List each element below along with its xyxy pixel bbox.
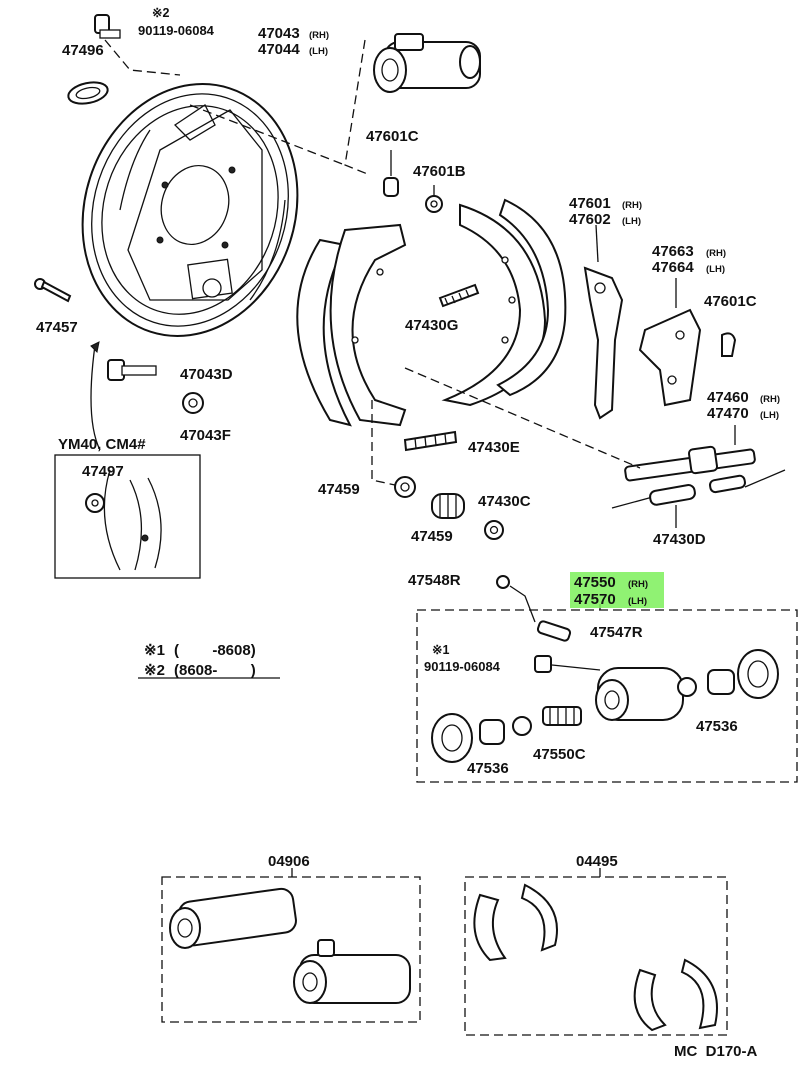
label-47043-side: (RH) — [309, 30, 329, 41]
backing-plate — [81, 83, 299, 337]
kit-04906-box — [161, 868, 421, 1023]
label-47570-side: (LH) — [628, 596, 647, 607]
label-47043: 47043 — [258, 25, 300, 42]
label-47550-side: (RH) — [628, 579, 648, 590]
label-47044: 47044 — [258, 41, 300, 58]
note-2-mark: ※2 — [144, 662, 165, 679]
bolt-47043D — [107, 359, 157, 381]
label-47043F: 47043F — [180, 427, 231, 444]
label-47663: 47663 — [652, 243, 694, 260]
label-47430G: 47430G — [405, 317, 458, 334]
pin-47457 — [34, 278, 72, 303]
label-47536-a: 47536 — [696, 718, 738, 735]
label-90119-kit: 90119-06084 — [424, 659, 501, 674]
note-2-text: (8608- ) — [174, 662, 256, 679]
label-04495: 04495 — [576, 853, 618, 870]
plug-47496 — [67, 81, 109, 105]
label-90119-top: 90119-06084 — [138, 23, 215, 38]
spring-47430E — [403, 430, 458, 452]
spring-47430C — [431, 493, 465, 519]
retainer-47459-a — [371, 400, 416, 498]
spring-47430G — [438, 283, 480, 308]
label-47601B: 47601B — [413, 163, 466, 180]
label-47470-side: (LH) — [760, 410, 779, 421]
label-47570: 47570 — [574, 591, 616, 608]
label-04906: 04906 — [268, 853, 310, 870]
label-47663-side: (RH) — [706, 248, 726, 259]
label-47497: 47497 — [82, 463, 124, 480]
label-47601: 47601 — [569, 195, 611, 212]
note-1-mark: ※1 — [144, 642, 165, 659]
label-47601C-a: 47601C — [366, 128, 419, 145]
adjuster-47460 — [404, 367, 756, 482]
label-47043D: 47043D — [180, 366, 233, 383]
label-47602: 47602 — [569, 211, 611, 228]
inset-ym40 — [54, 454, 201, 579]
spring-47430D — [611, 469, 786, 528]
mark-1-kit: ※1 — [432, 643, 449, 657]
clip-47601C-b — [721, 332, 737, 357]
arrow-ym40 — [90, 341, 101, 451]
nut-47043F — [182, 392, 204, 414]
footer-code: MC D170-A — [674, 1043, 758, 1060]
wheel-cylinder-47043 — [189, 33, 481, 176]
label-47459-a: 47459 — [318, 481, 360, 498]
kit-parts — [431, 575, 779, 763]
bolt-90119-top — [94, 14, 181, 76]
label-47536-b: 47536 — [467, 760, 509, 777]
label-47602-side: (LH) — [622, 216, 641, 227]
parking-lever-47601 — [583, 224, 624, 420]
retainer-47459-b — [484, 520, 504, 540]
label-47460-side: (RH) — [760, 394, 780, 405]
label-47044-side: (LH) — [309, 46, 328, 57]
label-47430E: 47430E — [468, 439, 520, 456]
label-47548R: 47548R — [408, 572, 461, 589]
label-47430D: 47430D — [653, 531, 706, 548]
label-47459-b: 47459 — [411, 528, 453, 545]
label-47496: 47496 — [62, 42, 104, 59]
washer-47601B — [425, 185, 443, 213]
highlight-47550 — [570, 572, 664, 608]
brake-shoe-right — [441, 198, 567, 407]
clip-47601C-a — [383, 150, 399, 197]
label-47664-side: (LH) — [706, 264, 725, 275]
brake-shoe-left — [296, 223, 407, 427]
label-47550: 47550 — [574, 574, 616, 591]
label-47470: 47470 — [707, 405, 749, 422]
label-47547R: 47547R — [590, 624, 643, 641]
label-47460: 47460 — [707, 389, 749, 406]
lever-plate-47663 — [638, 278, 702, 407]
mark-2-top: ※2 — [152, 6, 169, 20]
label-47457: 47457 — [36, 319, 78, 336]
label-ym40: YM40, CM4# — [58, 436, 146, 453]
label-47664: 47664 — [652, 259, 694, 276]
kit-04495-box — [464, 868, 728, 1036]
label-47601-side: (RH) — [622, 200, 642, 211]
label-47430C: 47430C — [478, 493, 531, 510]
label-47601C-b: 47601C — [704, 293, 757, 310]
note-1-text: ( -8608) — [174, 642, 256, 659]
label-47550C: 47550C — [533, 746, 586, 763]
